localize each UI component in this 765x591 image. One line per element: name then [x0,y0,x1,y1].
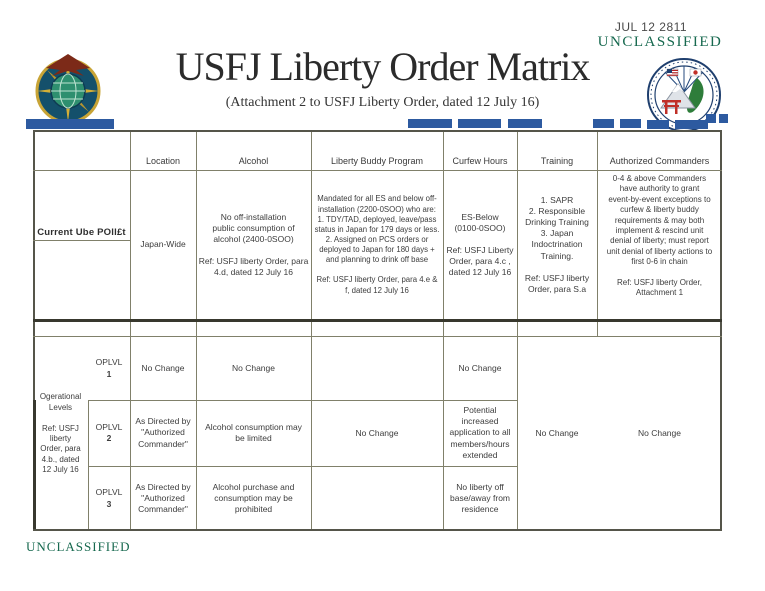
decorative-blue-bar [719,114,728,123]
page-title: USFJ Liberty Order Matrix [175,44,591,89]
oplvl-3-label: OPLVL 3 [88,467,130,530]
oplvl-2-location-cell: As Directed by "Authorized Commander" [135,416,191,449]
oplvl-training-merged-cell: No Change [535,428,579,439]
decorative-blue-bar [408,119,452,128]
table-grid-line [33,400,36,531]
classification-banner-bottom: UNCLASSIFIED [26,539,131,554]
table-grid-line [33,170,722,171]
oplvl-number: 2 [106,433,112,443]
column-header-training: Training [540,156,574,167]
current-policy-training-cell: 1. SAPR 2. Responsible Drinking Training… [524,195,590,294]
oplvl-text: OPLVL [95,487,123,498]
table-grid-line [517,130,518,531]
table-grid-line [196,130,197,531]
table-grid-line [33,130,35,531]
column-header-location: Location [145,156,181,167]
current-policy-alcohol-cell: No off-installation public consumption o… [198,211,309,278]
table-grid-line [311,130,312,531]
table-grid-line [33,336,722,337]
oplvl-number: 1 [106,368,112,379]
oplvl-2-label: OPLVL 2 [88,401,130,465]
decorative-blue-bar [458,119,501,128]
table-grid-line [33,529,722,531]
usfj-command-seal-icon [35,54,101,124]
current-policy-liberty-buddy-cell: Mandated for all ES and below off- insta… [314,194,440,295]
table-grid-line [33,240,130,241]
table-grid-line [443,130,444,531]
decorative-blue-bar [26,119,114,129]
page-subtitle: (Attachment 2 to USFJ Liberty Order, dat… [225,95,540,110]
oplvl-3-alcohol-cell: Alcohol purchase and consumption may be … [212,481,295,515]
classification-banner-top: UNCLASSIFIED [597,34,723,50]
current-policy-authorized-commanders-cell: 0-4 & above Commanders have authority to… [606,174,713,298]
decorative-blue-bar [647,120,669,129]
table-grid-line [88,466,517,467]
oplvl-1-location-cell: No Change [141,362,185,373]
column-header-alcohol: Alcohol [238,156,269,167]
oplvl-3-curfew-cell: No liberty off base/away from residence [450,481,510,515]
current-policy-location-cell: Japan-Wide [140,239,186,250]
oplvl-text: OPLVL [95,357,123,368]
column-header-curfew-hours: Curfew Hours [452,156,508,167]
oplvl-2-curfew-cell: Potential increased application to all m… [449,405,511,460]
us-forces-japan-seal-icon [647,58,721,132]
oplvl-authorized-commanders-merged-cell: No Change [637,428,681,439]
oplvl-2-alcohol-cell: Alcohol consumption may be limited [205,421,302,443]
oplvl-1-alcohol-cell: No Change [231,362,275,373]
decorative-blue-bar [706,114,716,123]
decorative-blue-bar [593,119,614,128]
table-grid-line [88,400,89,531]
operational-levels-row-label: Ogerational Levels Ref: USFJ liberty Ord… [39,392,82,475]
decorative-blue-bar [508,119,542,128]
table-grid-line [88,400,517,401]
decorative-blue-bar [620,119,641,128]
table-grid-line [33,319,722,322]
current-liberty-policy-row-label: Current Ube POll£t [37,226,126,238]
table-grid-line [597,130,598,337]
column-header-liberty-buddy-program: Liberty Buddy Program [330,156,424,167]
oplvl-liberty-buddy-merged-cell: No Change [355,428,399,439]
table-grid-line [33,130,722,132]
oplvl-1-label: OPLVL 1 [88,338,130,399]
column-header-authorized-commanders: Authorized Commanders [609,156,710,167]
oplvl-number: 3 [106,498,112,509]
date-stamp: JUL 12 2811 [614,20,688,34]
current-policy-curfew-cell: ES-Below (0100-0SOO) Ref: USFJ Liberty O… [446,211,514,278]
oplvl-3-location-cell: As Directed by "Authorized Commander" [135,481,191,515]
oplvl-text: OPLVL [95,421,123,432]
table-grid-line [130,130,131,531]
table-grid-line [720,130,722,531]
oplvl-1-curfew-cell: No Change [458,362,502,373]
decorative-blue-bar [675,120,708,129]
